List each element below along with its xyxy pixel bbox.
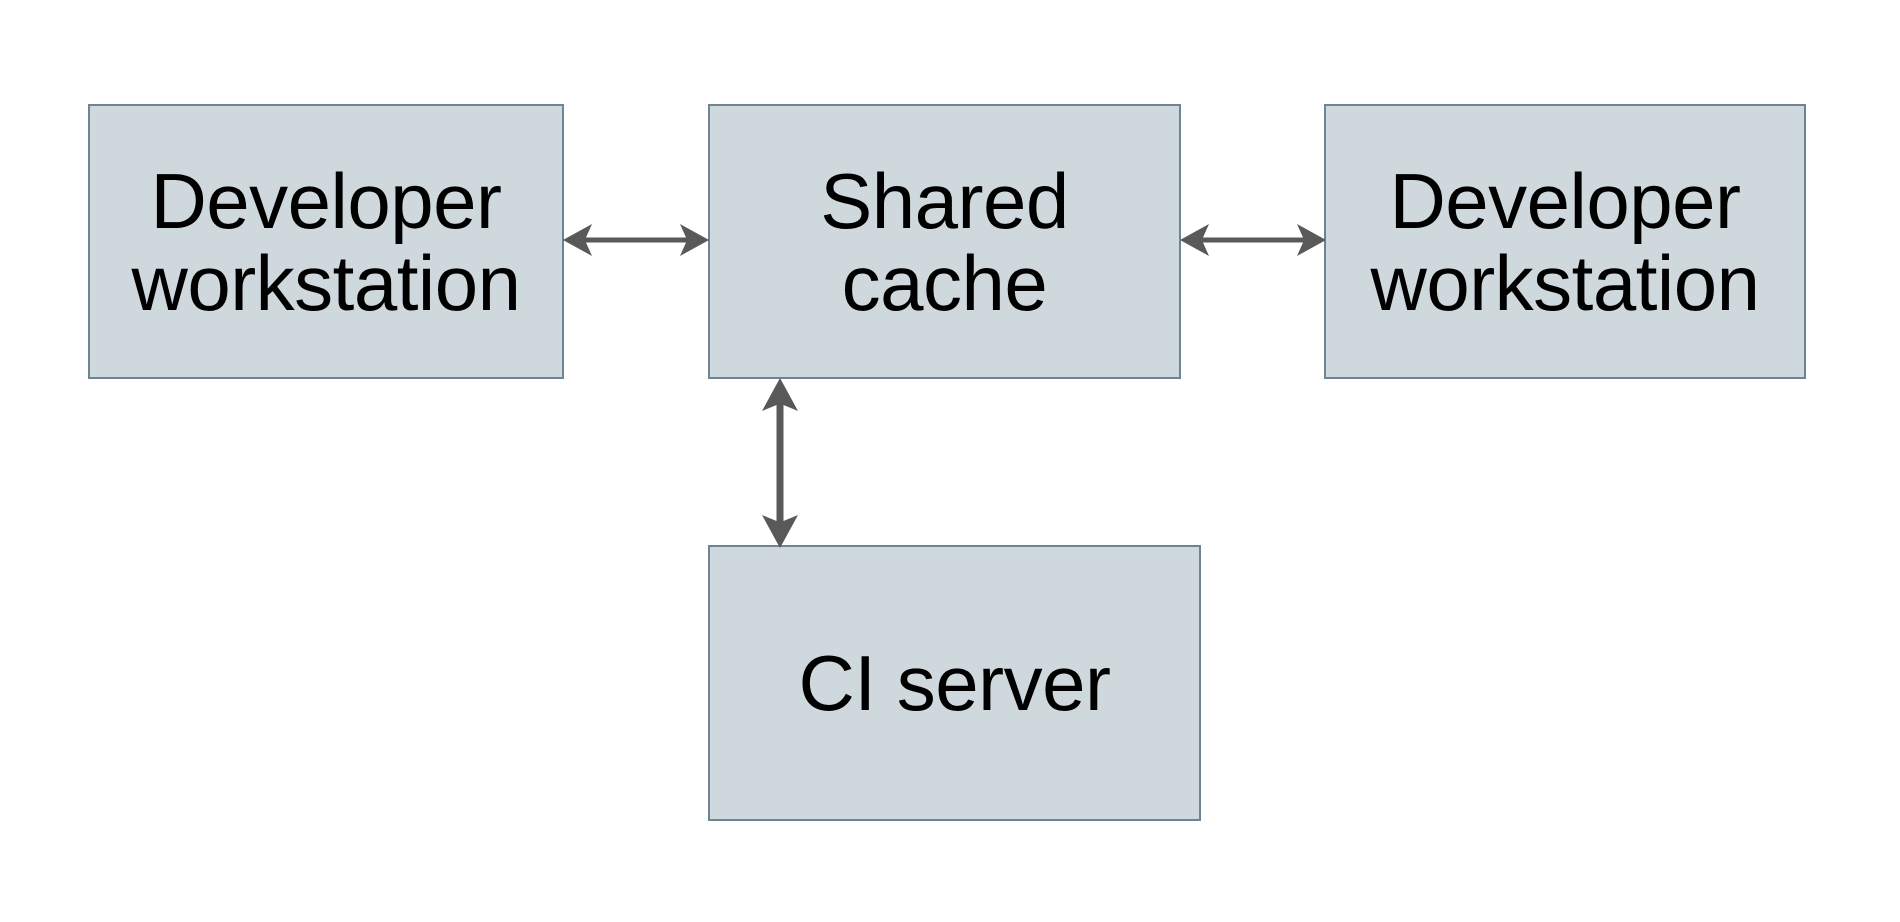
node-developer-workstation-left-label: Developer workstation bbox=[131, 156, 522, 327]
node-shared-cache[interactable]: Shared cache bbox=[708, 104, 1181, 379]
double-arrow-vertical-icon bbox=[762, 378, 798, 548]
double-arrow-horizontal-icon bbox=[563, 224, 709, 256]
connector-cache-to-ci-server bbox=[762, 378, 798, 548]
connector-left-workstation-to-cache bbox=[563, 224, 709, 256]
node-ci-server-label: CI server bbox=[798, 639, 1111, 727]
node-developer-workstation-left[interactable]: Developer workstation bbox=[88, 104, 564, 379]
node-developer-workstation-right[interactable]: Developer workstation bbox=[1324, 104, 1806, 379]
connector-cache-to-right-workstation bbox=[1180, 224, 1326, 256]
node-ci-server[interactable]: CI server bbox=[708, 545, 1201, 821]
diagram-title: Shared cache architecture bbox=[0, 21, 1, 22]
node-shared-cache-label: Shared cache bbox=[820, 156, 1069, 327]
node-developer-workstation-right-label: Developer workstation bbox=[1370, 156, 1761, 327]
double-arrow-horizontal-icon bbox=[1180, 224, 1326, 256]
